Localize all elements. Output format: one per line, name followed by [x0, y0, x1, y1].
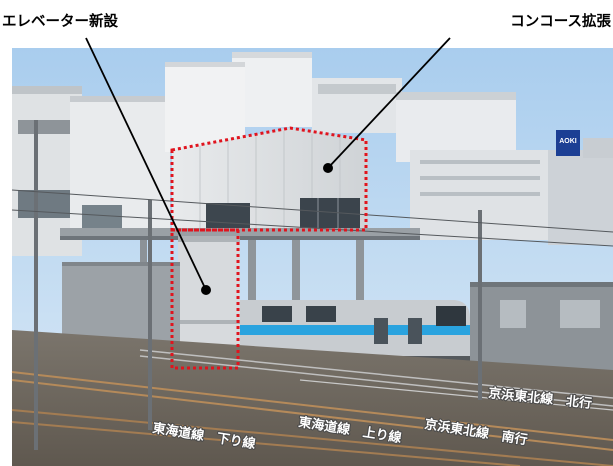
concourse-pointer-dot — [323, 163, 333, 173]
elevator-highlight — [170, 228, 240, 370]
background-buildings: AOKI — [12, 52, 613, 256]
catenary-poles — [11, 120, 613, 450]
aoki-sign — [556, 130, 580, 156]
aoki-sign-text: AOKI — [559, 138, 577, 145]
track-bed — [11, 330, 613, 466]
elevator-pointer-dot — [201, 285, 211, 295]
right-structures — [470, 282, 613, 372]
concourse-caption: コンコース拡張 — [510, 12, 611, 30]
leader-lines — [85, 37, 451, 295]
elevator-caption: エレベーター新設 — [2, 12, 118, 30]
retaining-wall — [62, 262, 180, 348]
